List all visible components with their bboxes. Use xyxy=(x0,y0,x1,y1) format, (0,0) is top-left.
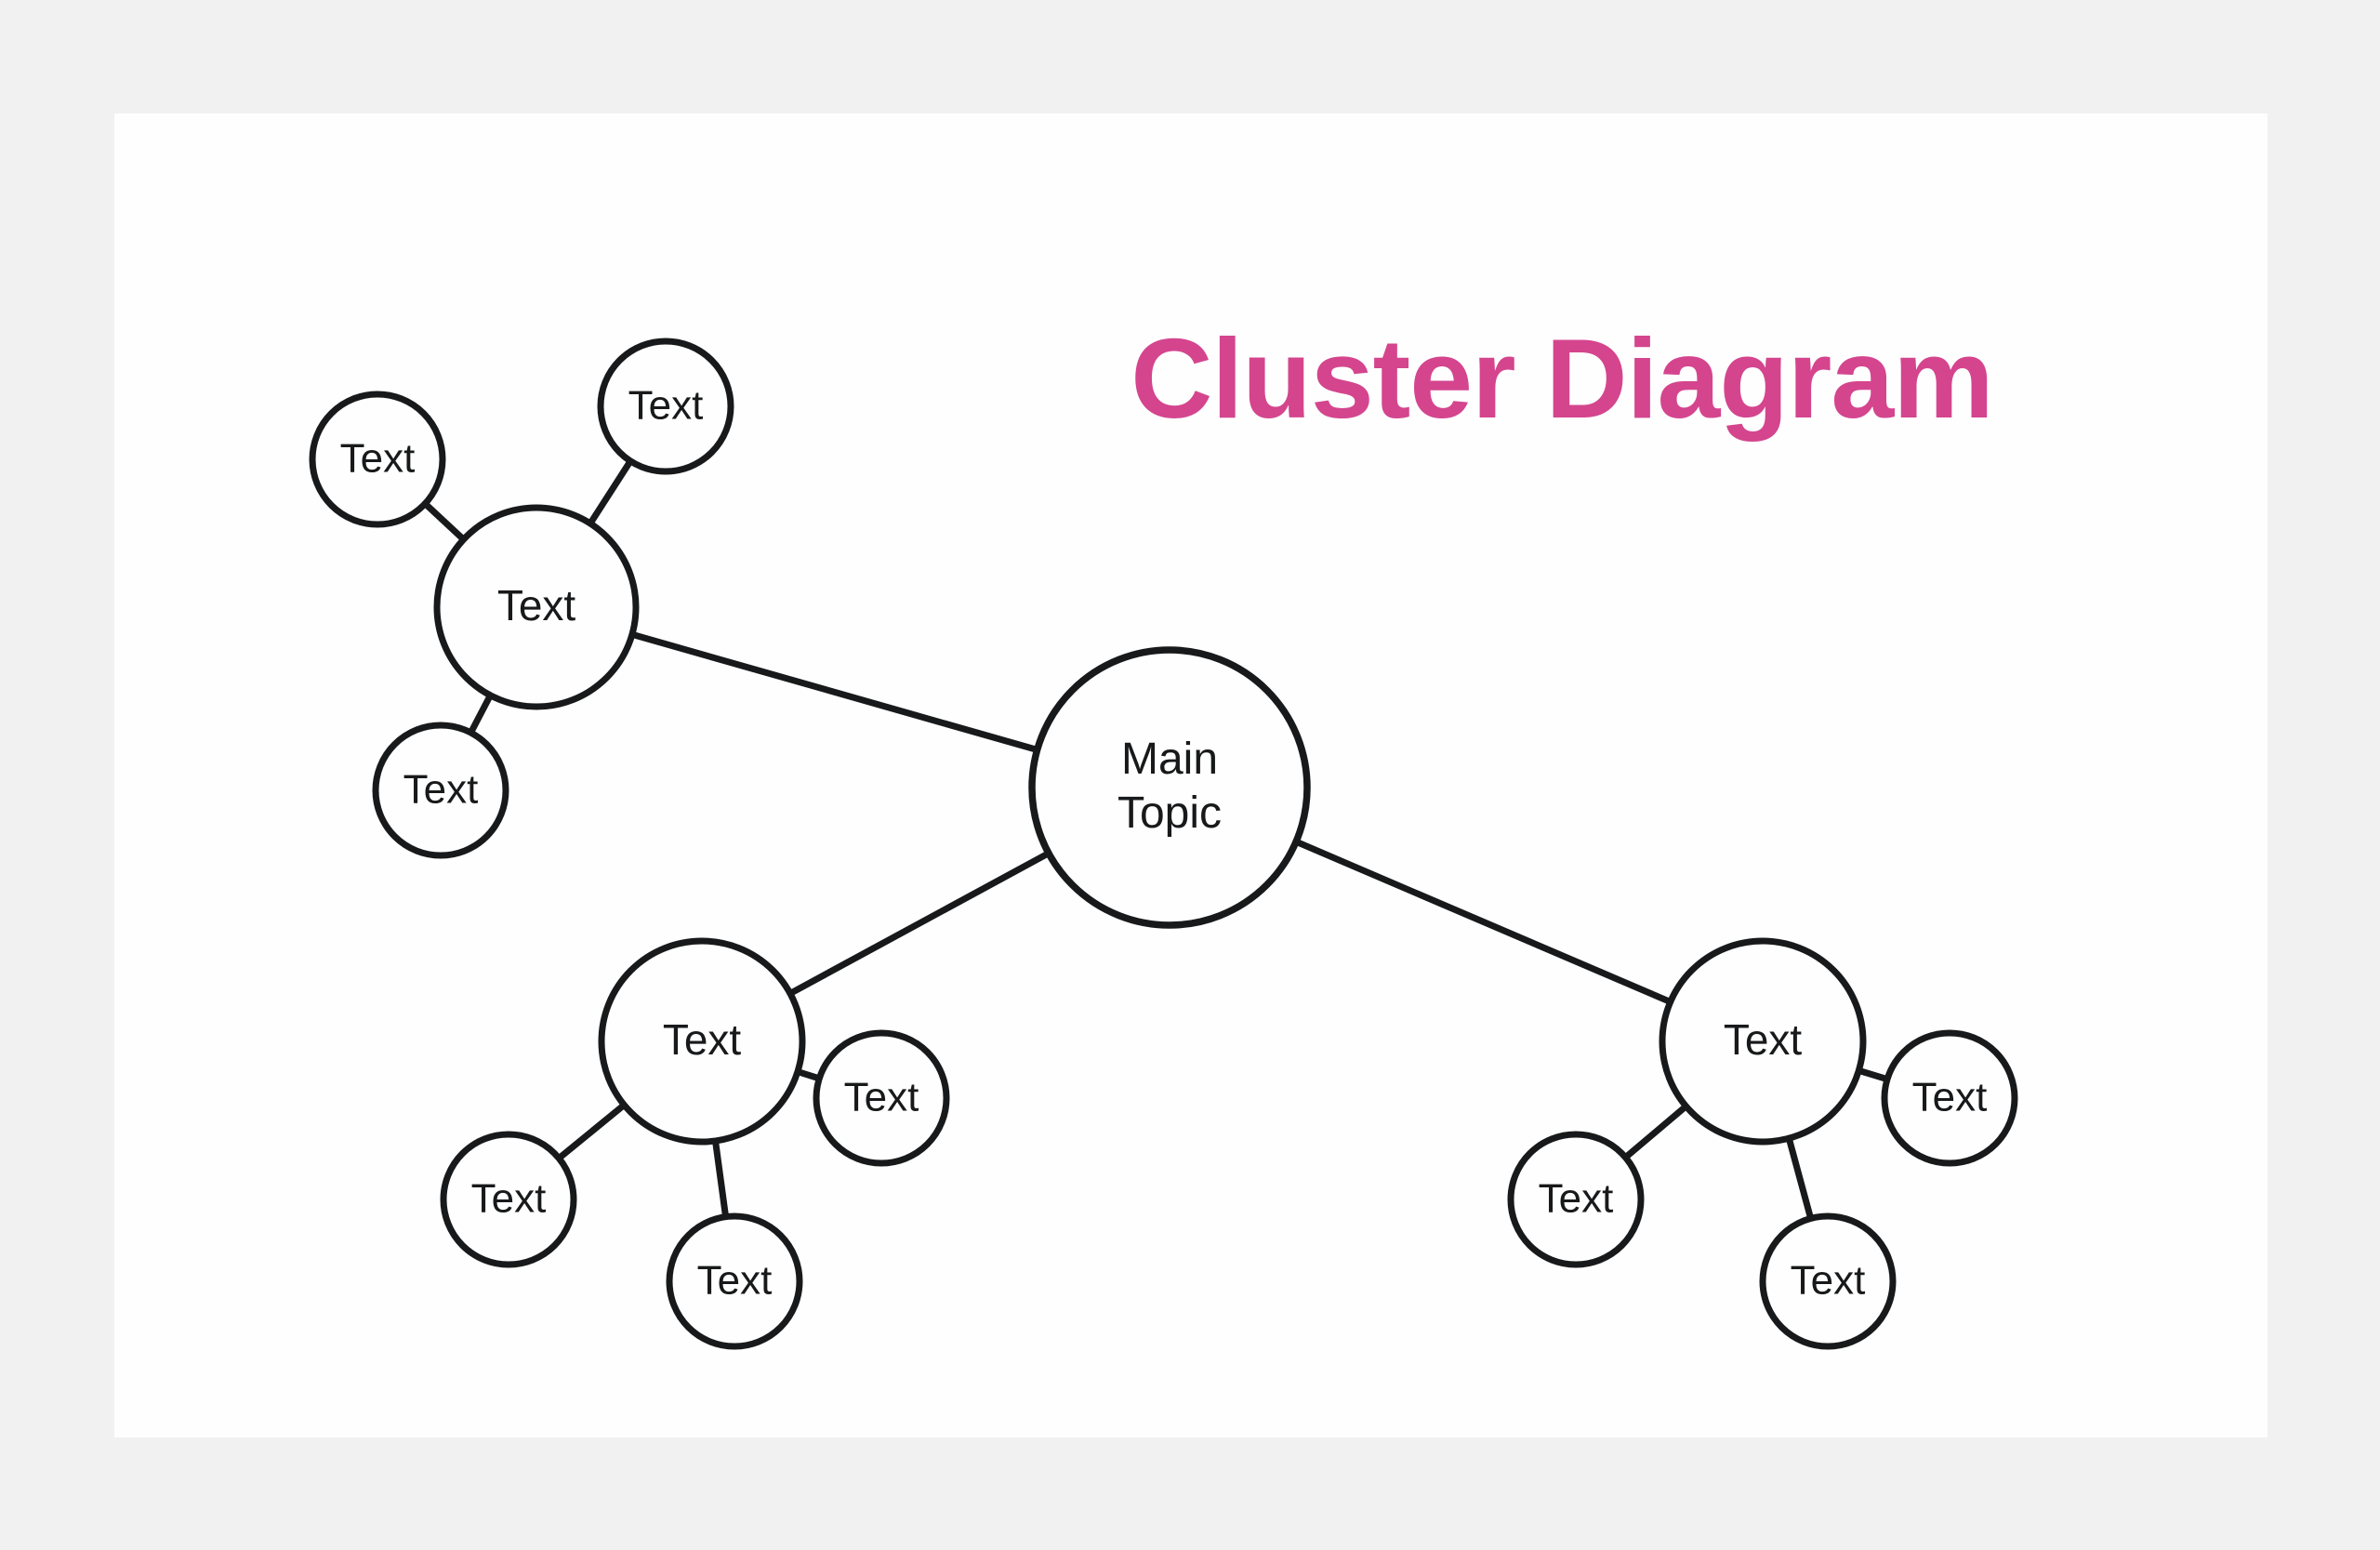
node-tl-c[interactable]: Text xyxy=(372,722,509,859)
page-title: Cluster Diagram xyxy=(1130,315,1993,442)
node-circle-hub-tl[interactable] xyxy=(433,504,640,710)
node-label-tl-a: Text xyxy=(340,436,416,482)
node-label-hub-br: Text xyxy=(1724,1015,1803,1064)
edge-hub-br-to-br-b xyxy=(1856,1066,1890,1083)
node-circle-hub-bl[interactable] xyxy=(598,937,806,1146)
node-circle-br-b[interactable] xyxy=(1881,1029,2018,1167)
node-label-tl-c: Text xyxy=(403,767,479,813)
node-circle-tl-b[interactable] xyxy=(597,338,734,475)
edge-hub-br-to-br-c xyxy=(1785,1135,1815,1222)
node-circle-bl-a[interactable] xyxy=(440,1131,577,1268)
node-label-br-c: Text xyxy=(1791,1258,1866,1304)
node-label-br-a: Text xyxy=(1539,1176,1614,1222)
node-hub-br[interactable]: Text xyxy=(1659,937,1867,1146)
edge-hub-bl-to-bl-a xyxy=(555,1101,628,1162)
node-br-c[interactable]: Text xyxy=(1759,1212,1897,1350)
node-circle-hub-br[interactable] xyxy=(1659,937,1867,1146)
node-circle-br-a[interactable] xyxy=(1507,1131,1645,1268)
node-bl-c[interactable]: Text xyxy=(666,1212,803,1350)
node-circle-bl-c[interactable] xyxy=(666,1212,803,1350)
node-bl-b[interactable]: Text xyxy=(813,1029,950,1167)
edge-hub-tl-to-tl-c xyxy=(467,692,495,736)
node-circle-tl-a[interactable] xyxy=(309,391,446,528)
node-label-br-b: Text xyxy=(1912,1075,1988,1120)
edges-layer xyxy=(421,457,1890,1222)
node-label-hub-bl: Text xyxy=(663,1015,742,1064)
node-label-tl-b: Text xyxy=(628,383,704,429)
node-label-bl-a: Text xyxy=(471,1176,547,1222)
node-tl-b[interactable]: Text xyxy=(597,338,734,475)
node-hub-bl[interactable]: Text xyxy=(598,937,806,1146)
node-tl-a[interactable]: Text xyxy=(309,391,446,528)
node-hub-tl[interactable]: Text xyxy=(433,504,640,710)
node-br-a[interactable]: Text xyxy=(1507,1131,1645,1268)
node-circle-main[interactable] xyxy=(1028,646,1311,929)
node-bl-a[interactable]: Text xyxy=(440,1131,577,1268)
edge-main-to-hub-tl xyxy=(629,630,1040,754)
node-label-hub-tl: Text xyxy=(497,581,576,629)
node-label-bl-b: Text xyxy=(844,1075,919,1120)
edge-main-to-hub-br xyxy=(1292,838,1673,1006)
edge-hub-tl-to-tl-a xyxy=(421,499,468,544)
edge-main-to-hub-bl xyxy=(787,849,1052,998)
node-circle-tl-c[interactable] xyxy=(372,722,509,859)
node-circle-br-c[interactable] xyxy=(1759,1212,1897,1350)
node-label-bl-c: Text xyxy=(697,1258,773,1304)
edge-hub-bl-to-bl-c xyxy=(711,1138,730,1220)
node-br-b[interactable]: Text xyxy=(1881,1029,2018,1167)
node-circle-bl-b[interactable] xyxy=(813,1029,950,1167)
edge-hub-tl-to-tl-b xyxy=(586,457,635,527)
edge-hub-br-to-br-a xyxy=(1621,1102,1690,1161)
